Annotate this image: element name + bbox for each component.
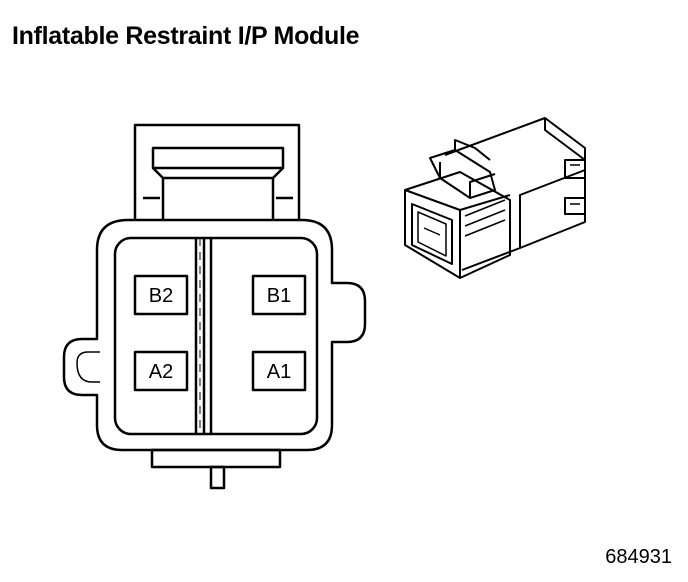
pin-b2-box	[133, 274, 189, 316]
connector-isometric-view	[404, 117, 586, 279]
pin-a1-box	[251, 350, 307, 392]
connector-outer-body	[62, 218, 367, 452]
connector-latch	[133, 123, 301, 232]
connector-face-view: B2 B1 A2 A1	[62, 123, 367, 490]
connector-inner-cavity	[113, 236, 319, 436]
diagram-title: Inflatable Restraint I/P Module	[12, 22, 360, 50]
pin-b2-label: B2	[149, 285, 173, 307]
pin-b1-box	[251, 274, 307, 316]
pin-b1-label: B1	[267, 285, 291, 307]
connector-wire-exit	[150, 448, 282, 490]
pin-a2-label: A2	[149, 361, 173, 383]
center-divider	[194, 238, 213, 434]
pin-a2-box	[133, 350, 189, 392]
pin-a1-label: A1	[267, 361, 291, 383]
figure-number: 684931	[605, 546, 672, 568]
